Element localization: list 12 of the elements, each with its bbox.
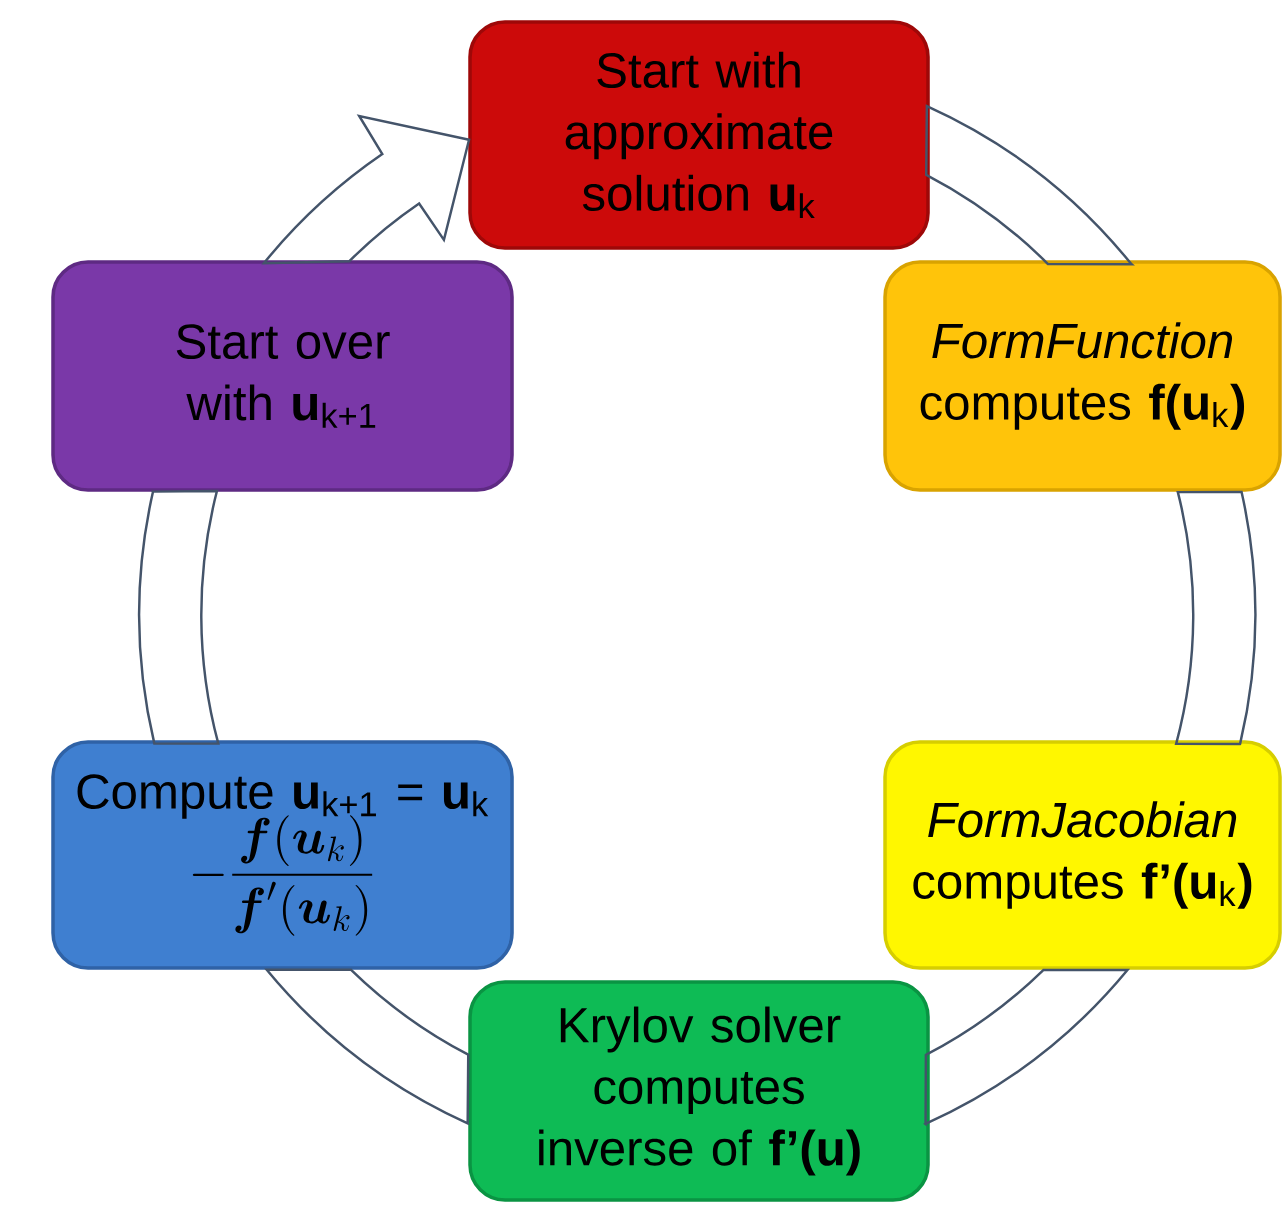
process-box: FormJacobian computes f’(u$_{k}$) [883,740,1282,970]
arrow [265,968,470,1125]
arrow [1174,490,1257,746]
process-box: Krylov solver computes inverse of f’(u) [468,980,930,1202]
arrow [138,489,220,745]
arrow [924,968,1129,1126]
arrow [925,104,1133,266]
arrow [262,114,471,265]
process-box: FormFunction computes f(u$_{k}$) [883,260,1282,492]
process-box: Start with approximate solution u$_{k}$ [468,20,930,250]
process-box: Compute u$_{k+1}$ = u$_{k}$ $-\frac{\boldsymbol{f}(\boldsymbol{u}_k)}{\boldsymbol{f}'(\boldsymbol{u}_k)}$ [51,740,514,970]
process-box: Start over with u$_{k+1}$ [51,260,514,492]
